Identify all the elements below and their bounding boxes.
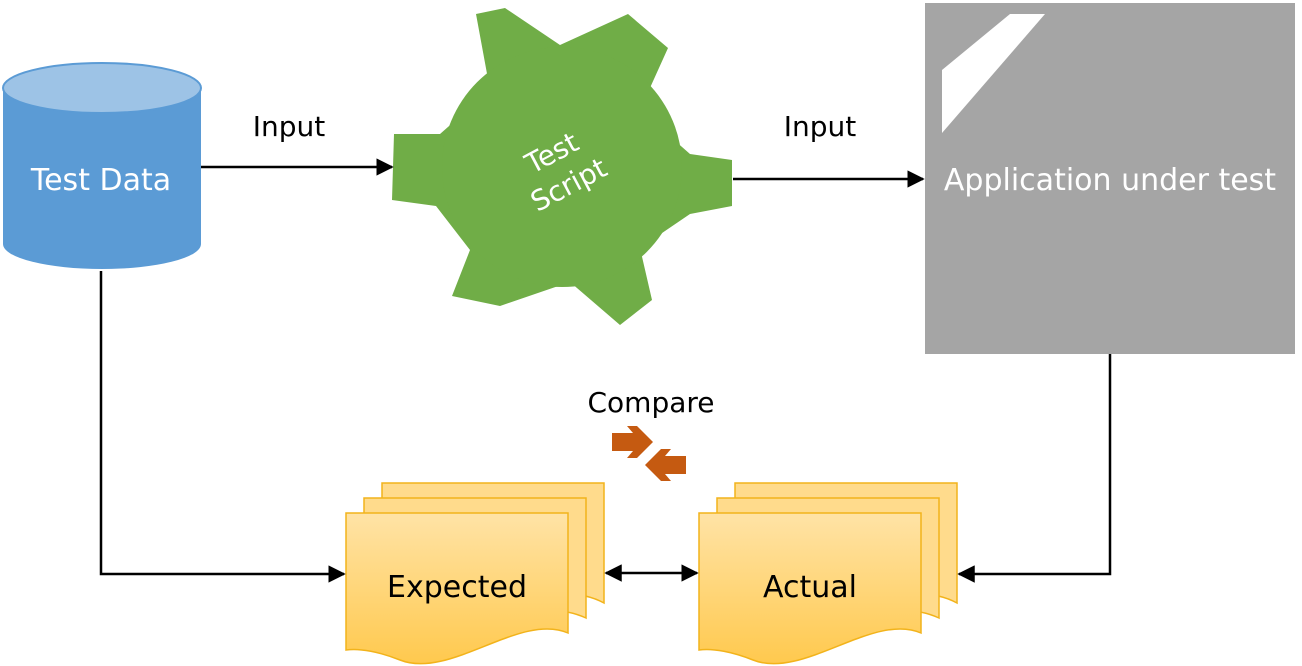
application-label: Application under test	[944, 163, 1276, 198]
application-node: Application under test	[925, 3, 1295, 354]
actual-node: Actual	[698, 482, 958, 665]
test-script-node: Test Script	[392, 8, 732, 325]
window-glare-icon	[942, 14, 1045, 133]
actual-doc-front	[698, 512, 922, 665]
test-data-cylinder-body	[3, 88, 201, 269]
arrow-app-to-actual	[957, 354, 1112, 583]
compare-label: Compare	[587, 386, 714, 419]
expected-node: Expected	[345, 482, 605, 665]
arrow-data-to-expected	[99, 271, 346, 583]
test-data-node: Test Data	[2, 62, 202, 269]
test-data-cylinder-top	[2, 62, 202, 114]
compare-arrow-right	[612, 426, 653, 458]
actual-label: Actual	[763, 570, 857, 605]
input-label-1: Input	[253, 110, 326, 143]
compare-arrows-icon	[612, 426, 686, 481]
expected-doc-front	[345, 512, 569, 665]
compare-arrow-left	[645, 449, 686, 481]
test-data-label: Test Data	[30, 163, 171, 198]
expected-label: Expected	[387, 570, 527, 605]
gear-body	[442, 47, 682, 287]
input-label-2: Input	[784, 110, 857, 143]
